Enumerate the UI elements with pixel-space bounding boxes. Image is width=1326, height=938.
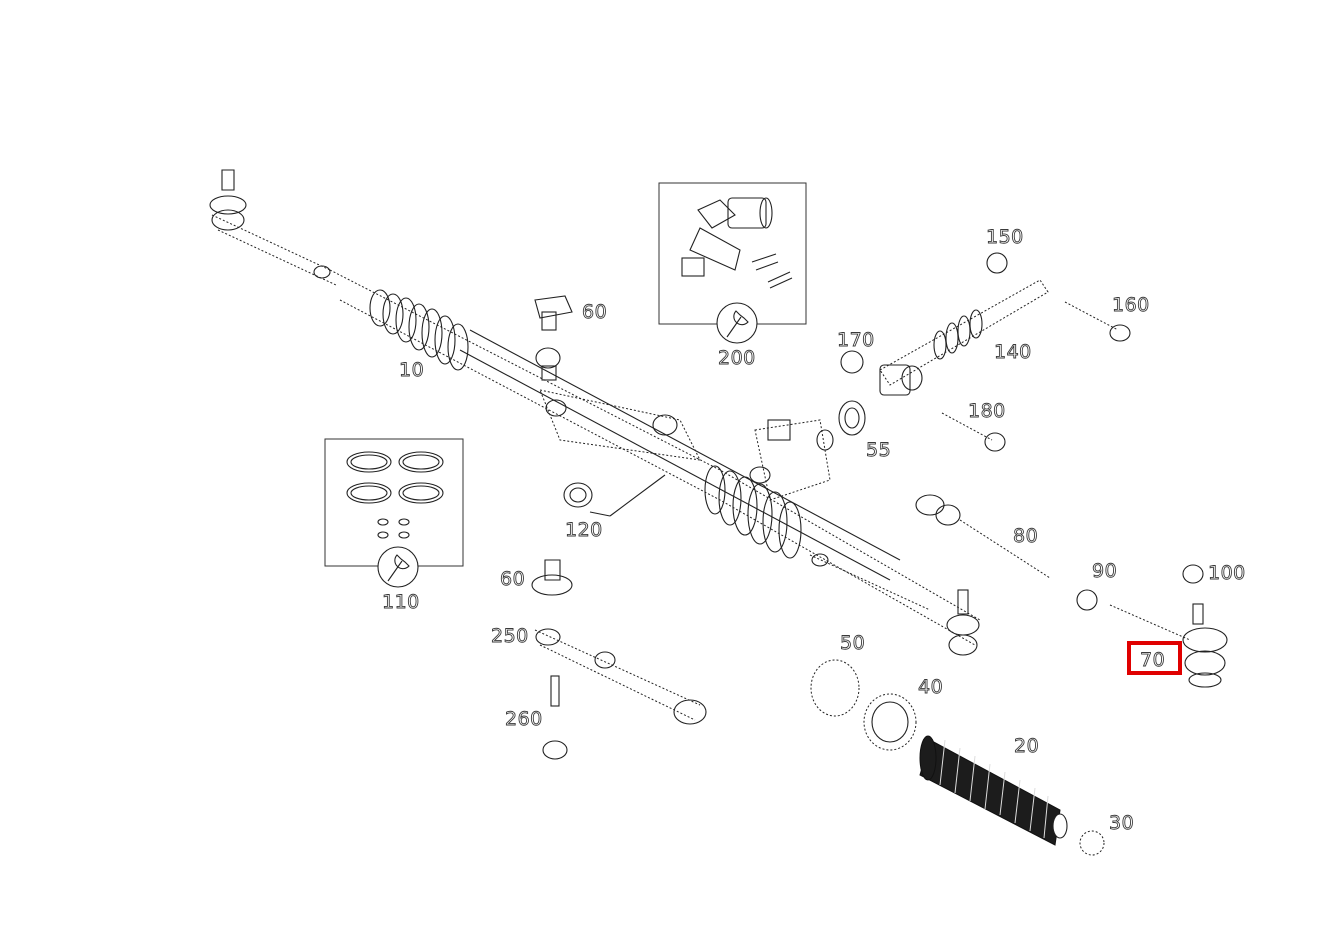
- label-150[interactable]: 150: [986, 226, 1024, 249]
- label-50[interactable]: 50: [840, 632, 866, 655]
- label-120[interactable]: 120: [565, 519, 603, 542]
- label-10[interactable]: 10: [399, 359, 425, 382]
- label-60-upper[interactable]: 60: [582, 301, 608, 324]
- part-120-plug[interactable]: [563, 474, 666, 517]
- part-30-clamp[interactable]: [1079, 830, 1105, 856]
- part-150-nut[interactable]: [986, 252, 1008, 274]
- part-40-clamp[interactable]: [863, 693, 917, 751]
- label-55[interactable]: 55: [866, 439, 892, 462]
- kit-110-box[interactable]: [324, 438, 464, 588]
- label-170[interactable]: 170: [837, 329, 875, 352]
- label-180[interactable]: 180: [968, 400, 1006, 423]
- label-250[interactable]: 250: [491, 625, 529, 648]
- part-55-seal[interactable]: [838, 400, 866, 436]
- part-250-bracket[interactable]: [534, 628, 707, 725]
- part-170-washer[interactable]: [840, 350, 864, 374]
- part-70-tie-rod-end[interactable]: [1109, 603, 1228, 688]
- part-100-nut[interactable]: [1182, 564, 1204, 584]
- label-110[interactable]: 110: [382, 591, 420, 614]
- part-90-nut[interactable]: [1076, 589, 1098, 611]
- label-140[interactable]: 140: [994, 341, 1032, 364]
- wrench-icon: [716, 302, 758, 344]
- label-60-lower[interactable]: 60: [500, 568, 526, 591]
- label-80[interactable]: 80: [1013, 525, 1039, 548]
- label-90[interactable]: 90: [1092, 560, 1118, 583]
- part-50-clamp[interactable]: [810, 659, 860, 717]
- part-20-bellows-boot[interactable]: [919, 735, 1068, 846]
- part-260-bolt[interactable]: [542, 675, 568, 760]
- label-30[interactable]: 30: [1109, 812, 1135, 835]
- part-rack-housing[interactable]: [329, 269, 981, 646]
- part-140-pinion[interactable]: [879, 279, 1049, 396]
- label-20[interactable]: 20: [1014, 735, 1040, 758]
- part-left-tie-rod-end[interactable]: [209, 169, 337, 286]
- label-260[interactable]: 260: [505, 708, 543, 731]
- label-40[interactable]: 40: [918, 676, 944, 699]
- kit-200-box[interactable]: [658, 182, 807, 344]
- part-60-upper[interactable]: [534, 295, 573, 381]
- label-160[interactable]: 160: [1112, 294, 1150, 317]
- part-80-inner-tie-rod[interactable]: [915, 494, 1051, 579]
- label-100[interactable]: 100: [1208, 562, 1246, 585]
- highlight-box-70: [1127, 641, 1182, 675]
- label-200[interactable]: 200: [718, 347, 756, 370]
- part-180-bolt[interactable]: [941, 412, 1006, 452]
- part-60-lower[interactable]: [531, 559, 573, 596]
- part-160-bolt[interactable]: [1064, 301, 1131, 342]
- label-70[interactable]: 70: [1140, 649, 1166, 672]
- part-right-tie-rod-joint[interactable]: [946, 589, 980, 656]
- wrench-icon: [377, 546, 419, 588]
